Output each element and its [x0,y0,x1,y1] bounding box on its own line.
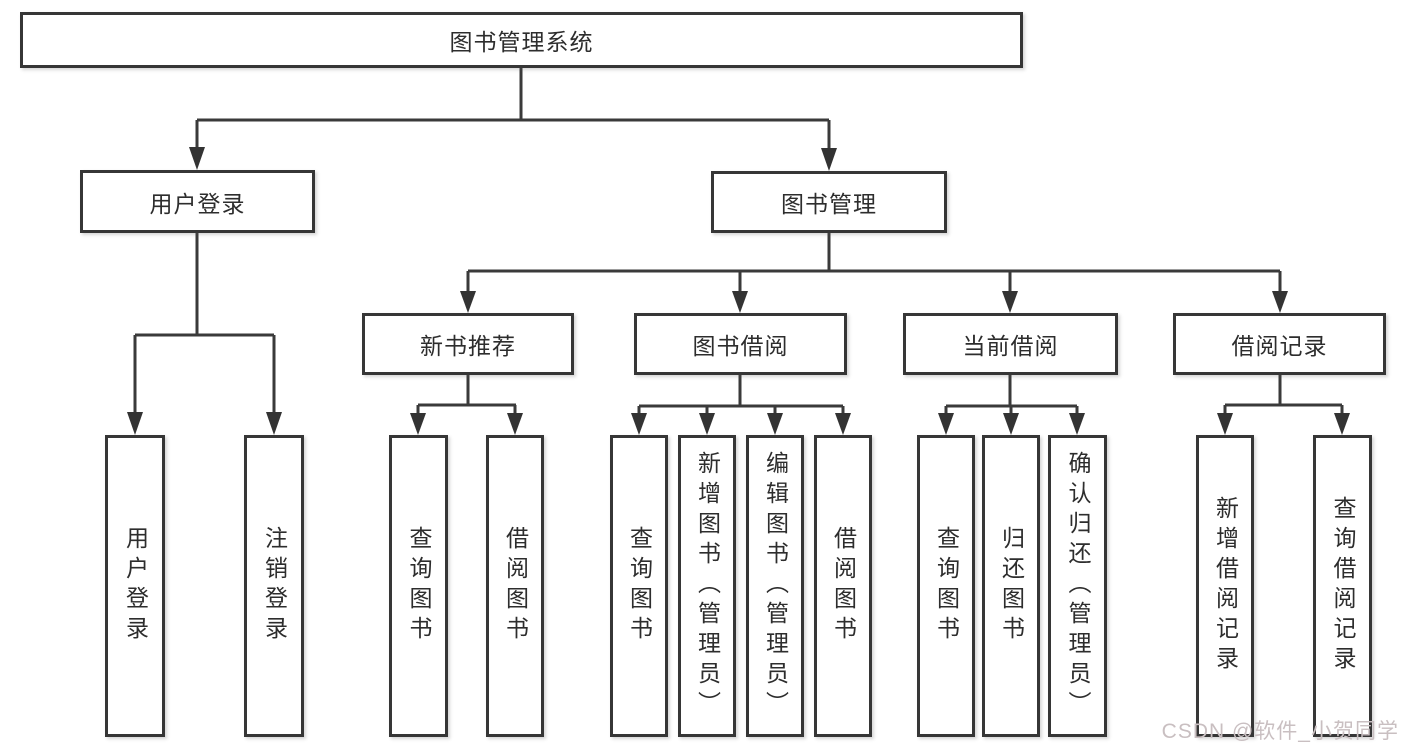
arrowhead-icon [1217,413,1233,435]
connector-root-to-level2 [189,68,837,171]
node-new-book-recommend: 新书推荐 [362,313,574,375]
connector-borrow-records-to-leaves [1217,375,1350,435]
node-label: 编辑图书（管理员） [762,451,789,721]
arrowhead-icon [938,413,954,435]
connector-new-book-recommend-to-leaves [410,375,523,435]
arrowhead-icon [266,412,282,435]
node-label: 借阅图书 [830,526,857,646]
node-label: 新增借阅记录 [1212,496,1239,676]
leaf-user-login: 用户登录 [105,435,165,737]
leaf-add-books-admin: 新增图书（管理员） [678,435,736,737]
node-label: 查询图书 [406,526,432,646]
arrowhead-icon [460,291,476,313]
arrowhead-icon [631,413,647,435]
leaf-query-books-recommend: 查询图书 [389,435,448,737]
arrowhead-icon [1272,291,1288,313]
leaf-confirm-return-admin: 确认归还（管理员） [1048,435,1107,737]
leaf-query-books-current: 查询图书 [917,435,975,737]
arrowhead-icon [1069,413,1085,435]
node-label: 注销登录 [261,526,288,646]
arrowhead-icon [835,413,851,435]
connector-line [466,233,1282,292]
leaf-borrow-books: 借阅图书 [814,435,872,737]
arrowhead-icon [127,412,143,435]
connector-line [1223,375,1344,414]
arrowhead-icon [1003,413,1019,435]
leaf-return-books: 归还图书 [982,435,1040,737]
arrowhead-icon [410,413,426,435]
node-label: 图书借阅 [692,333,789,359]
node-label: 查询借阅记录 [1330,496,1356,676]
arrowhead-icon [189,147,205,170]
node-label: 新书推荐 [420,333,516,359]
node-label: 图书管理系统 [449,29,594,55]
arrowhead-icon [1334,413,1350,435]
node-label: 图书管理 [781,191,877,217]
connector-line [944,375,1079,414]
connector-line [195,68,831,149]
csdn-watermark: CSDN @软件_小贺同学 [1161,720,1399,743]
leaf-query-borrow-record: 查询借阅记录 [1313,435,1372,737]
arrowhead-icon [507,413,523,435]
leaf-borrow-books-recommend: 借阅图书 [486,435,544,737]
connector-line [133,233,276,413]
connector-line [416,375,517,414]
leaf-logout-login: 注销登录 [244,435,304,737]
node-label: 确认归还（管理员） [1065,451,1091,721]
node-label: 用户登录 [149,190,246,217]
node-borrow-records: 借阅记录 [1173,313,1386,375]
leaf-add-borrow-record: 新增借阅记录 [1196,435,1254,737]
connector-line [637,375,845,414]
node-label: 归还图书 [998,526,1025,646]
arrowhead-icon [699,413,715,435]
connector-book-management-to-level3 [460,233,1288,313]
leaf-query-books-borrow: 查询图书 [610,435,668,737]
node-label: 借阅记录 [1231,333,1328,359]
leaf-edit-books-admin: 编辑图书（管理员） [746,435,804,737]
connector-user-login-to-leaves [127,233,282,435]
node-label: 新增图书（管理员） [694,451,721,721]
connector-current-borrow-to-leaves [938,375,1085,435]
node-label: 查询图书 [626,526,653,646]
node-book-management: 图书管理 [711,171,947,233]
node-label: 用户登录 [122,526,149,646]
arrowhead-icon [821,148,837,171]
node-user-login: 用户登录 [80,170,315,233]
node-label: 查询图书 [933,526,960,646]
node-root-library-system: 图书管理系统 [20,12,1023,68]
arrowhead-icon [732,291,748,313]
node-label: 当前借阅 [962,333,1059,359]
arrowhead-icon [1002,291,1018,313]
connector-book-borrow-to-leaves [631,375,851,435]
node-current-borrow: 当前借阅 [903,313,1118,375]
node-book-borrow: 图书借阅 [634,313,847,375]
node-label: 借阅图书 [502,526,529,646]
arrowhead-icon [767,413,783,435]
